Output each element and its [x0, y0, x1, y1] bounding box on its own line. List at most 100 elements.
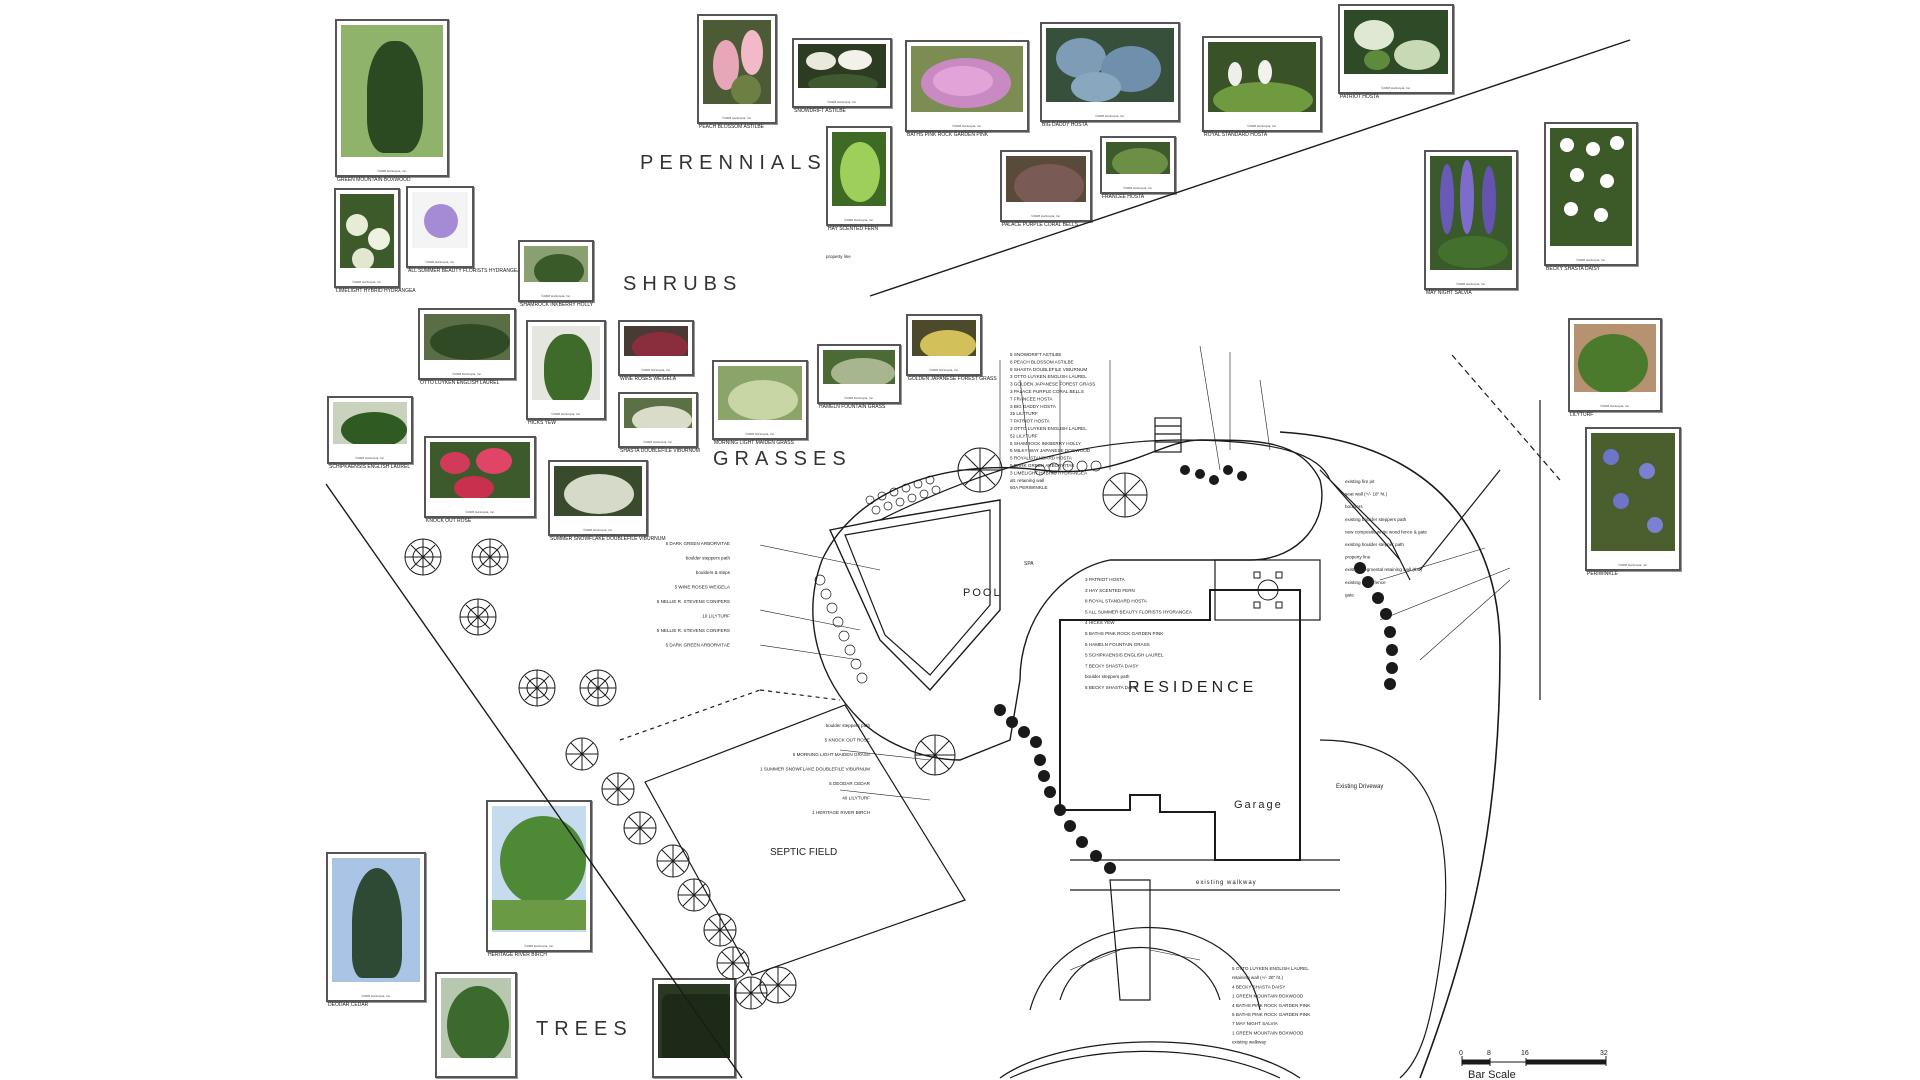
plant-label: 25 LILYTURF — [1010, 411, 1038, 416]
photo-big-daddy-hosta: ©2008 Horticopia, Inc. BIG DADDY HOSTA — [1040, 22, 1180, 128]
existing-driveway-label: Existing Driveway — [1336, 784, 1383, 790]
plant-label: 3 PALACE PURPLE CORAL BELLS — [1010, 389, 1084, 394]
bar-scale-label: Bar Scale — [1468, 1069, 1516, 1080]
photo-credit: ©2008 Horticopia, Inc. — [1123, 186, 1153, 190]
photo-periwinkle: ©2008 Horticopia, Inc. PERIWINKLE — [1585, 427, 1681, 577]
plant-label: 40 LILYTURF — [842, 796, 870, 801]
photo-credit: ©2008 Horticopia, Inc. — [1381, 86, 1411, 90]
photo-hay-scented-fern: ©2008 Horticopia, Inc. HAY SCENTED FERN — [826, 126, 892, 232]
photo-limelight-hydrangea: ©2008 Horticopia, Inc. LIMELIGHT HYBRID … — [334, 188, 416, 294]
plant-label: 5 NELLIE R. STEVENS CONIFERS — [657, 599, 730, 604]
plant-label: 5 BATHS PINK ROCK GARDEN PINK — [1232, 1012, 1311, 1017]
groundcover-hatch — [814, 460, 1102, 684]
plant-label: 5 SCHIPKAENSIS ENGLISH LAUREL — [1085, 653, 1164, 658]
plant-label: 5 WINE ROSES WEIGELA — [675, 585, 731, 590]
bar-scale — [1461, 1056, 1607, 1066]
photo-credit: ©2008 Horticopia, Inc. — [425, 260, 455, 264]
plant-label: boulder steppers path — [826, 723, 871, 728]
septic-field — [644, 704, 966, 976]
photo-caption: SCHIPKAENSIS ENGLISH LAUREL — [329, 464, 411, 470]
plant-label: 1 HERITAGE RIVER BIRCH — [812, 810, 870, 815]
plant-label: existing fire pit — [1345, 479, 1375, 484]
plant-label: 5 DARK GREEN ARBORVITAE — [666, 643, 730, 648]
section-shrubs: SHRUBS — [623, 273, 743, 295]
plant-label: 5 SHAMROCK INKBERRY HOLLY — [1010, 441, 1081, 446]
plant-label: 8 PEACH BLOSSOM ASTILBE — [1010, 359, 1074, 364]
scale-tick-16: 16 — [1521, 1050, 1529, 1057]
photo-caption: HAMELN FOUNTAIN GRASS — [819, 404, 886, 410]
photo-credit: ©2008 Horticopia, Inc. — [641, 368, 671, 372]
plant-label: 1 GREEN MOUNTAIN BOXWOOD — [1232, 994, 1304, 999]
scale-tick-8: 8 — [1487, 1050, 1491, 1057]
plant-label: 3 BIG DADDY HOSTA — [1010, 404, 1057, 409]
plant-label: retaining wall (+/- 30" ht.) — [1232, 975, 1284, 980]
photo-baths-pink: ©2008 Horticopia, Inc. BATHS PINK ROCK G… — [905, 40, 1029, 138]
plant-label: 5 MORNING LIGHT MAIDEN GRASS — [793, 752, 870, 757]
photo-shamrock-inkberry: ©2008 Horticopia, Inc. SHAMROCK INKBERRY… — [518, 240, 594, 308]
photo-caption: PERIWINKLE — [1587, 571, 1618, 577]
photo-credit: ©2008 Horticopia, Inc. — [524, 944, 554, 948]
patio-table — [1253, 571, 1283, 609]
plant-label: 4 BATHS PINK ROCK GARDEN PINK — [1232, 1003, 1311, 1008]
plant-label: 5 OTTO LUYKEN ENGLISH LAUREL — [1232, 966, 1309, 971]
photo-caption: SHASTA DOUBLEFILE VIBURNUM — [620, 448, 700, 454]
plant-label: property line — [1345, 555, 1371, 560]
photo-snowdrift-astilbe: ©2008 Horticopia, Inc. SNOWDRIFT ASTILBE — [792, 38, 892, 114]
property-line-label: property line — [826, 254, 851, 259]
photo-credit: ©2008 Horticopia, Inc. — [551, 412, 581, 416]
photo-credit: ©2008 Horticopia, Inc. — [1095, 114, 1125, 118]
spa-label: SPA — [1024, 561, 1034, 567]
photo-patriot-hosta: ©2008 Horticopia, Inc. PATRIOT HOSTA — [1338, 4, 1454, 100]
plant-label: 5 ALL SUMMER BEAUTY FLORISTS HYDRANGEA — [1085, 609, 1193, 614]
plant-label: 4 BECKY SHASTA DAISY — [1232, 984, 1285, 989]
photo-caption: HAY SCENTED FERN — [828, 226, 879, 232]
photo-hicks-yew: ©2008 Horticopia, Inc. HICKS YEW — [526, 320, 606, 426]
plant-label: 5 ROYAL STANDARD HOSTA — [1010, 456, 1073, 461]
photo-caption: GOLDEN JAPANESE FOREST GRASS — [908, 376, 997, 382]
plant-label: boulder steppers path — [1085, 674, 1130, 679]
photo-francee-hosta: ©2008 Horticopia, Inc. FRANCEE HOSTA — [1100, 136, 1176, 200]
plant-label: existing boulder stepper path — [1345, 542, 1404, 547]
photo-credit: ©2008 Horticopia, Inc. — [1600, 404, 1630, 408]
plant-label: 7 PATRIOT HOSTA — [1010, 419, 1051, 424]
photo-credit: ©2008 Horticopia, Inc. — [844, 396, 874, 400]
plant-label: 5 BECKY SHASTA DAISY — [1085, 685, 1138, 690]
photo-credit: ©2008 Horticopia, Inc. — [1031, 214, 1061, 218]
plant-label: 3 PATRIOT HOSTA — [1085, 577, 1126, 582]
photo-heritage-river-birch: ©2008 Horticopia, Inc. HERITAGE RIVER BI… — [486, 800, 592, 958]
photo-schipkaensis: ©2008 Horticopia, Inc. SCHIPKAENSIS ENGL… — [327, 396, 413, 470]
section-grasses: GRASSES — [713, 448, 852, 470]
residence-footprint — [1059, 589, 1301, 861]
photo-caption: SNOWDRIFT ASTILBE — [794, 108, 846, 114]
photo-tree-3 — [652, 978, 736, 1078]
pool-label: POOL — [963, 587, 1002, 599]
septic-field-label: SEPTIC FIELD — [770, 847, 837, 858]
photo-caption: LILYTURF — [1570, 412, 1594, 418]
plant-label: 5 NELLIE R. STEVENS CONIFERS — [657, 628, 730, 633]
plant-label: existing walkway — [1232, 1040, 1267, 1045]
photo-caption: HERITAGE RIVER BIRCH — [488, 952, 547, 958]
plant-label: 3 HAY SCENTED FERN — [1085, 588, 1135, 593]
photo-credit: ©2008 Horticopia, Inc. — [929, 368, 959, 372]
tree-symbols — [404, 447, 1148, 1010]
photo-wine-roses-weigela: ©2008 Horticopia, Inc. WINE ROSES WEIGEL… — [618, 320, 694, 382]
plant-labels-entry: 5 OTTO LUYKEN ENGLISH LAUREL retaining wa… — [1232, 966, 1311, 1045]
photo-palace-purple: ©2008 Horticopia, Inc. PALACE PURPLE COR… — [1000, 150, 1092, 228]
photo-credit: ©2008 Horticopia, Inc. — [844, 218, 874, 222]
photo-caption: MAY NIGHT SALVIA — [1426, 290, 1472, 296]
plant-labels-right: existing fire pit seat wall (+/- 18" ht.)… — [1345, 479, 1427, 597]
plant-label: existing segmental retaining wall (tbd) — [1345, 567, 1422, 572]
photo-caption: MORNING LIGHT MAIDEN GRASS — [714, 440, 794, 446]
photo-credit: ©2008 Horticopia, Inc. — [1456, 282, 1486, 286]
plant-label: 1 SUMMER SNOWFLAKE DOUBLEFILE VIBURNUM — [760, 767, 870, 772]
plant-label: seat wall (+/- 18" ht.) — [1345, 492, 1388, 497]
plant-label: 5 MILKY WAY JAPANESE DOGWOOD — [1010, 448, 1091, 453]
photo-all-summer-beauty: ©2008 Horticopia, Inc. ALL SUMMER BEAUTY… — [406, 186, 521, 274]
photo-royal-standard-hosta: ©2008 Horticopia, Inc. ROYAL STANDARD HO… — [1202, 36, 1322, 138]
photo-credit: ©2008 Horticopia, Inc. — [377, 169, 407, 173]
photo-credit: ©2008 Horticopia, Inc. — [361, 994, 391, 998]
photo-becky-shasta-daisy: ©2008 Horticopia, Inc. BECKY SHASTA DAIS… — [1544, 122, 1638, 272]
plant-label: 5 SNOWDRIFT ASTILBE — [1010, 352, 1061, 357]
